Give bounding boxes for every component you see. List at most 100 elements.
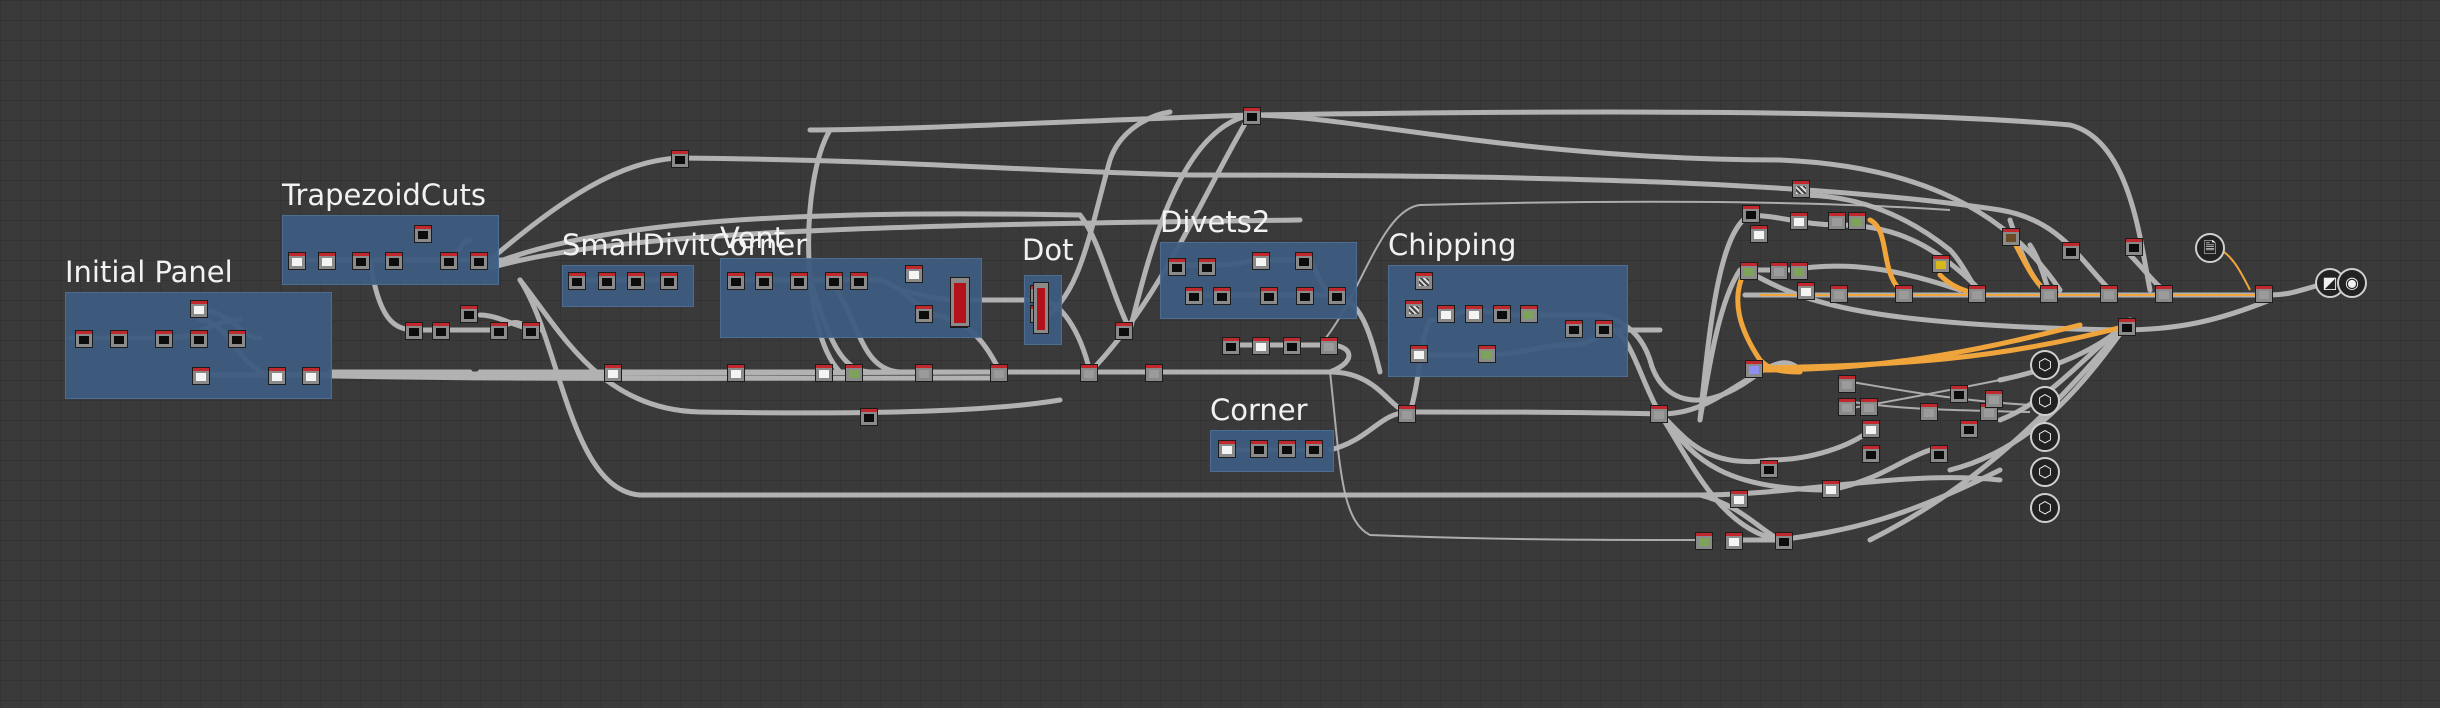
graph-node[interactable]: [755, 272, 773, 290]
graph-node[interactable]: [1920, 403, 1938, 421]
graph-node[interactable]: [815, 364, 833, 382]
graph-node[interactable]: [1770, 262, 1788, 280]
graph-node[interactable]: [2002, 228, 2020, 246]
graph-node[interactable]: [1792, 180, 1810, 198]
graph-node[interactable]: [1405, 300, 1423, 318]
graph-node[interactable]: [1320, 337, 1338, 355]
graph-node[interactable]: [302, 367, 320, 385]
graph-node[interactable]: [1828, 212, 1846, 230]
graph-node[interactable]: [1145, 364, 1163, 382]
graph-node[interactable]: [1968, 285, 1986, 303]
graph-node[interactable]: [1730, 490, 1748, 508]
graph-node[interactable]: [1260, 287, 1278, 305]
graph-node[interactable]: [288, 252, 306, 270]
graph-node[interactable]: [110, 330, 128, 348]
graph-node[interactable]: [2255, 285, 2273, 303]
graph-node[interactable]: [1848, 212, 1866, 230]
graph-node[interactable]: [1862, 420, 1880, 438]
graph-node[interactable]: [727, 272, 745, 290]
graph-node[interactable]: [1437, 305, 1455, 323]
graph-node[interactable]: [440, 252, 458, 270]
graph-node[interactable]: [1250, 440, 1268, 458]
graph-node[interactable]: [1930, 445, 1948, 463]
graph-node[interactable]: [660, 272, 678, 290]
graph-node[interactable]: [598, 272, 616, 290]
graph-node[interactable]: [1168, 258, 1186, 276]
graph-node[interactable]: [1790, 212, 1808, 230]
graph-node[interactable]: [1950, 385, 1968, 403]
frame-divets2[interactable]: [1160, 242, 1357, 319]
graph-node[interactable]: [1830, 285, 1848, 303]
graph-node[interactable]: [190, 330, 208, 348]
graph-node[interactable]: [2100, 285, 2118, 303]
cube-icon[interactable]: ⬡: [2030, 493, 2060, 523]
graph-node[interactable]: [1932, 255, 1950, 273]
graph-node[interactable]: [2118, 318, 2136, 336]
document-icon[interactable]: 🗎: [2195, 233, 2225, 263]
graph-node[interactable]: [1328, 287, 1346, 305]
graph-node[interactable]: [850, 272, 868, 290]
graph-node[interactable]: [2062, 242, 2080, 260]
graph-node[interactable]: [1895, 285, 1913, 303]
graph-node[interactable]: [1725, 532, 1743, 550]
graph-node[interactable]: [1465, 305, 1483, 323]
graph-node[interactable]: [414, 225, 432, 243]
graph-node[interactable]: [1740, 262, 1758, 280]
graph-node[interactable]: [385, 252, 403, 270]
graph-node[interactable]: [1520, 305, 1538, 323]
graph-node[interactable]: [75, 330, 93, 348]
graph-node[interactable]: [490, 322, 508, 340]
graph-node[interactable]: [522, 322, 540, 340]
graph-node[interactable]: [568, 272, 586, 290]
graph-node[interactable]: [470, 252, 488, 270]
graph-node[interactable]: [790, 272, 808, 290]
graph-node[interactable]: [1080, 364, 1098, 382]
cube-icon[interactable]: ⬡: [2030, 350, 2060, 380]
graph-node[interactable]: [228, 330, 246, 348]
graph-node[interactable]: [1775, 532, 1793, 550]
graph-node[interactable]: [1252, 252, 1270, 270]
graph-node[interactable]: [432, 322, 450, 340]
graph-node[interactable]: [671, 150, 689, 168]
graph-node[interactable]: [1213, 287, 1231, 305]
graph-node[interactable]: [1410, 345, 1428, 363]
graph-node[interactable]: [1695, 532, 1713, 550]
graph-node[interactable]: [1595, 320, 1613, 338]
graph-node[interactable]: [1295, 252, 1313, 270]
graph-node[interactable]: [627, 272, 645, 290]
graph-node[interactable]: [190, 300, 208, 318]
graph-node[interactable]: [1862, 445, 1880, 463]
graph-node[interactable]: [1296, 287, 1314, 305]
cube-icon[interactable]: ⬡: [2030, 457, 2060, 487]
graph-node[interactable]: [1760, 460, 1778, 478]
graph-node[interactable]: [405, 322, 423, 340]
graph-node[interactable]: [1185, 287, 1203, 305]
graph-node[interactable]: [1750, 225, 1768, 243]
graph-node[interactable]: [1415, 272, 1433, 290]
graph-node[interactable]: [860, 408, 878, 426]
graph-node[interactable]: [318, 252, 336, 270]
graph-node-dot-output[interactable]: [1033, 282, 1049, 334]
graph-node[interactable]: [727, 364, 745, 382]
frame-trapezoid-cuts[interactable]: [282, 215, 499, 285]
graph-node[interactable]: [2155, 285, 2173, 303]
graph-node[interactable]: [1252, 337, 1270, 355]
graph-node[interactable]: [1650, 405, 1668, 423]
graph-node[interactable]: [1797, 282, 1815, 300]
graph-node[interactable]: [1222, 337, 1240, 355]
frame-vent[interactable]: [720, 258, 982, 338]
graph-node[interactable]: [1218, 440, 1236, 458]
graph-node[interactable]: [1790, 262, 1808, 280]
graph-node[interactable]: [1742, 205, 1760, 223]
graph-node[interactable]: [1960, 420, 1978, 438]
cube-icon[interactable]: ⬡: [2030, 422, 2060, 452]
graph-node[interactable]: [1305, 440, 1323, 458]
graph-node[interactable]: [1198, 258, 1216, 276]
graph-node[interactable]: [1985, 390, 2003, 408]
graph-node[interactable]: [1838, 375, 1856, 393]
graph-node[interactable]: [1565, 320, 1583, 338]
graph-node[interactable]: [268, 367, 286, 385]
graph-node[interactable]: [1745, 360, 1763, 378]
graph-node[interactable]: [460, 305, 478, 323]
graph-node[interactable]: [2125, 238, 2143, 256]
